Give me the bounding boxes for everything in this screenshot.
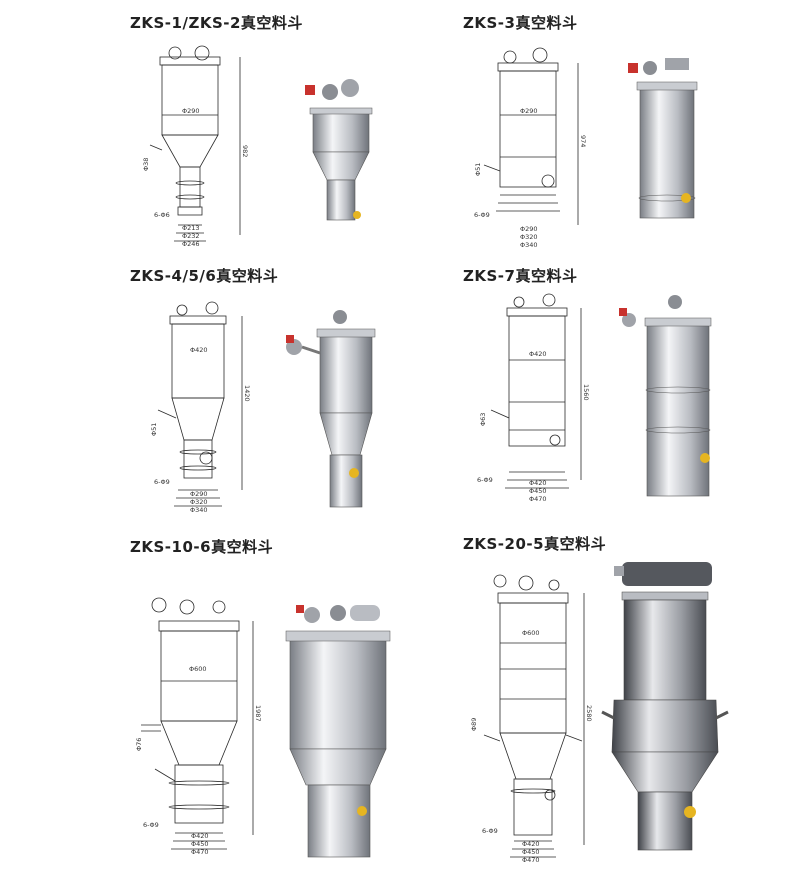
p5-dim-base-2: Φ450 [191, 840, 209, 848]
p1-dim-inlet: Φ38 [142, 158, 150, 171]
p1-dim-base-2: Φ232 [182, 232, 200, 240]
panel-3-title: ZKS-4/5/6真空料斗 [130, 267, 279, 285]
p5-dim-bolts: 6-Φ9 [143, 821, 159, 829]
p1-dim-top: Φ290 [182, 107, 200, 115]
panel-6-photo [601, 562, 729, 851]
p1-dim-height: 982 [241, 145, 249, 157]
p6-dim-base-3: Φ470 [522, 856, 540, 864]
panel-1-drawing: Φ290 982 Φ38 6-Φ6 Φ213 Φ232 Φ246 [142, 45, 249, 248]
panel-4-title: ZKS-7真空料斗 [463, 267, 578, 285]
p4-dim-height: 1560 [582, 384, 590, 401]
panel-5-photo [285, 605, 391, 858]
panel-6-drawing: Φ600 2580 Φ89 6-Φ9 Φ420 Φ450 Φ470 [470, 574, 593, 864]
p3-dim-base-3: Φ340 [190, 506, 208, 514]
p4-dim-base-3: Φ470 [529, 495, 547, 503]
panel-2-drawing: Φ290 974 Φ51 6-Φ9 Φ290 Φ320 Φ340 [474, 47, 587, 249]
p6-dim-inlet: Φ89 [470, 718, 478, 731]
p1-dim-bolts: 6-Φ6 [154, 211, 170, 219]
panel-3-drawing: Φ420 1420 Φ51 6-Φ9 Φ290 Φ320 Φ340 [150, 301, 251, 514]
p6-dim-height: 2580 [585, 705, 593, 722]
p6-dim-bolts: 6-Φ9 [482, 827, 498, 835]
panel-1-title: ZKS-1/ZKS-2真空料斗 [130, 14, 303, 32]
p6-dim-base-1: Φ420 [522, 840, 540, 848]
p2-dim-base-1: Φ290 [520, 225, 538, 233]
panel-2-photo [628, 58, 698, 219]
p6-dim-top: Φ600 [522, 629, 540, 637]
p5-dim-top: Φ600 [189, 665, 207, 673]
panel-2-title: ZKS-3真空料斗 [463, 14, 578, 32]
p5-dim-base-3: Φ470 [191, 848, 209, 856]
p4-dim-top: Φ420 [529, 350, 547, 358]
p4-dim-bolts: 6-Φ9 [477, 476, 493, 484]
panel-5-drawing: Φ600 1987 Φ76 6-Φ9 Φ420 Φ450 Φ470 [135, 597, 262, 856]
p3-dim-top: Φ420 [190, 346, 208, 354]
p5-dim-inlet: Φ76 [135, 738, 143, 751]
panel-4-drawing: Φ420 1560 Φ63 6-Φ9 Φ420 Φ450 Φ470 [477, 293, 590, 503]
p4-dim-base-1: Φ420 [529, 479, 547, 487]
p5-dim-base-1: Φ420 [191, 832, 209, 840]
panel-1-photo [305, 79, 373, 221]
p2-dim-height: 974 [579, 135, 587, 147]
p3-dim-base-1: Φ290 [190, 490, 208, 498]
p3-dim-bolts: 6-Φ9 [154, 478, 170, 486]
p2-dim-bolts: 6-Φ9 [474, 211, 490, 219]
p2-dim-top: Φ290 [520, 107, 538, 115]
p1-dim-base-1: Φ213 [182, 224, 200, 232]
panel-3-photo [286, 310, 376, 508]
p1-dim-base-3: Φ246 [182, 240, 200, 248]
p5-dim-height: 1987 [254, 705, 262, 722]
panel-6-title: ZKS-20-5真空料斗 [463, 535, 607, 553]
p6-dim-base-2: Φ450 [522, 848, 540, 856]
p2-dim-base-3: Φ340 [520, 241, 538, 249]
p4-dim-inlet: Φ63 [479, 413, 487, 426]
p4-dim-base-2: Φ450 [529, 487, 547, 495]
p2-dim-inlet: Φ51 [474, 163, 482, 176]
panel-4-photo [619, 295, 712, 497]
p3-dim-base-2: Φ320 [190, 498, 208, 506]
p2-dim-base-2: Φ320 [520, 233, 538, 241]
panel-5-title: ZKS-10-6真空料斗 [130, 538, 274, 556]
p3-dim-height: 1420 [243, 385, 251, 402]
p3-dim-inlet: Φ51 [150, 423, 158, 436]
